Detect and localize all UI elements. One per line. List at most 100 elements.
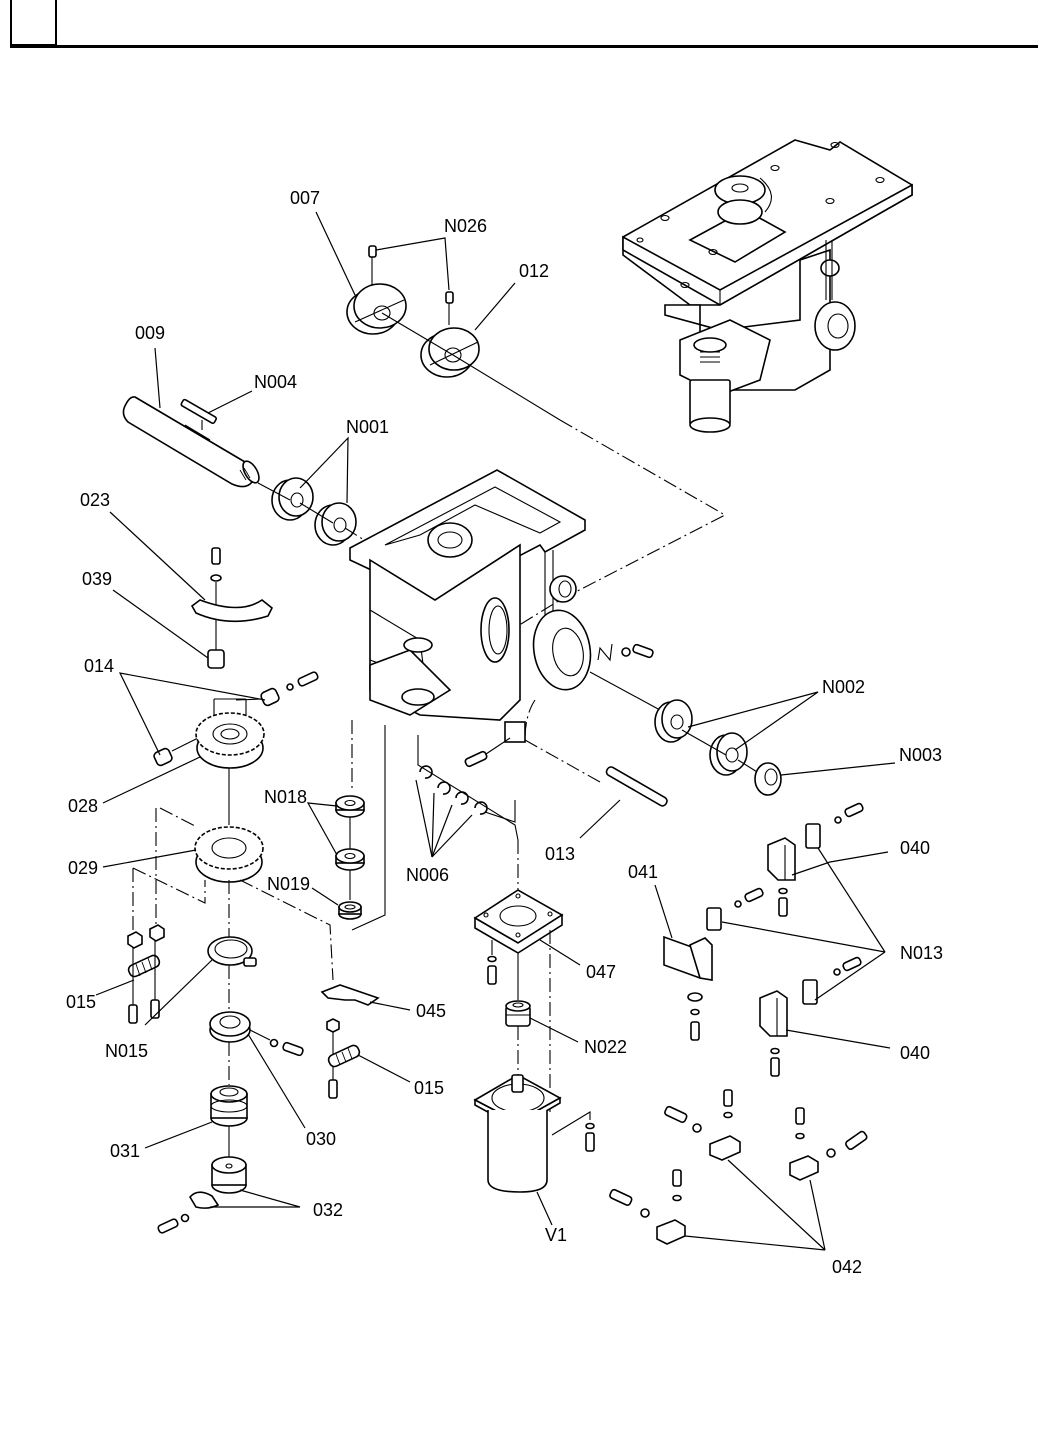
nut-icon xyxy=(641,1209,649,1217)
screw-icon xyxy=(488,966,496,984)
washer-icon xyxy=(622,648,630,656)
screw-icon xyxy=(844,803,864,818)
label-039: 039 xyxy=(82,569,112,589)
label-015-left: 015 xyxy=(66,992,96,1012)
washer-icon xyxy=(735,901,741,907)
washer-icon xyxy=(287,684,293,690)
washer-icon xyxy=(796,1134,804,1139)
motor-plate-047-icon xyxy=(475,890,562,953)
screw-icon xyxy=(329,1080,337,1098)
clamp-032-icon xyxy=(190,1192,218,1208)
screw-icon xyxy=(779,898,787,916)
washer-icon xyxy=(271,1040,278,1047)
label-009: 009 xyxy=(135,323,165,343)
label-n002: N002 xyxy=(822,677,865,697)
washer-icon xyxy=(211,575,221,581)
screw-icon xyxy=(297,671,319,687)
screw-icon xyxy=(744,888,764,903)
block-n013-icon xyxy=(806,824,820,848)
screw-icon xyxy=(157,1218,179,1234)
assembled-unit-illustration xyxy=(623,140,912,432)
screw-icon xyxy=(664,1106,688,1123)
screw-icon xyxy=(796,1108,804,1124)
e-ring-n006-icon xyxy=(420,766,487,814)
washer-icon xyxy=(779,889,787,894)
screw-icon xyxy=(282,1042,304,1056)
collar-030-icon xyxy=(210,1012,250,1042)
label-n026: N026 xyxy=(444,216,487,236)
washer-icon xyxy=(771,1049,779,1054)
gearbox-housing-icon xyxy=(350,470,597,742)
screw-icon xyxy=(464,751,487,768)
label-n015: N015 xyxy=(105,1041,148,1061)
washer-icon xyxy=(688,993,702,1001)
label-040-lower: 040 xyxy=(900,1043,930,1063)
washer-icon xyxy=(724,1113,732,1118)
label-n018: N018 xyxy=(264,787,307,807)
washer-icon xyxy=(586,1124,594,1129)
washer-icon xyxy=(488,957,496,962)
label-015-right: 015 xyxy=(414,1078,444,1098)
label-013: 013 xyxy=(545,844,575,864)
gear-028-icon xyxy=(196,713,264,768)
label-014: 014 xyxy=(84,656,114,676)
seal-n003-icon xyxy=(755,763,781,795)
washer-icon xyxy=(835,817,841,823)
nut-n019-icon xyxy=(339,902,361,919)
screw-icon xyxy=(632,644,654,658)
spacer-039-icon xyxy=(208,650,224,668)
label-047: 047 xyxy=(586,962,616,982)
roller-014-icon xyxy=(260,687,280,706)
pin-013-icon xyxy=(605,766,668,808)
label-029: 029 xyxy=(68,858,98,878)
label-n013: N013 xyxy=(900,943,943,963)
clip-n015-icon xyxy=(208,937,256,966)
plate-045-icon xyxy=(322,985,378,1005)
nut-icon xyxy=(693,1124,701,1132)
label-030: 030 xyxy=(306,1129,336,1149)
label-n001: N001 xyxy=(346,417,389,437)
nut-icon xyxy=(150,925,164,941)
washer-icon xyxy=(834,969,840,975)
label-045: 045 xyxy=(416,1001,446,1021)
set-screw-icon xyxy=(446,292,453,303)
label-040-upper: 040 xyxy=(900,838,930,858)
clamp-block-042-icon xyxy=(657,1136,818,1244)
nut-icon xyxy=(128,932,142,948)
screw-icon xyxy=(845,1130,868,1150)
set-screw-icon xyxy=(369,246,376,257)
label-n003: N003 xyxy=(899,745,942,765)
block-n013-icon xyxy=(707,908,721,930)
nut-icon xyxy=(327,1019,339,1032)
label-007: 007 xyxy=(290,188,320,208)
label-n022: N022 xyxy=(584,1037,627,1057)
screw-icon xyxy=(212,548,220,564)
label-n004: N004 xyxy=(254,372,297,392)
bracket-041-icon xyxy=(664,937,712,980)
coupling-012-icon xyxy=(421,328,479,377)
plate-023-icon xyxy=(192,600,272,621)
label-028: 028 xyxy=(68,796,98,816)
screw-icon xyxy=(129,1005,137,1023)
label-n019: N019 xyxy=(267,874,310,894)
spring-015-icon xyxy=(127,954,161,978)
nut-icon xyxy=(827,1149,835,1157)
screw-icon xyxy=(673,1170,681,1186)
coupling-007-icon xyxy=(347,284,406,334)
block-n013-icon xyxy=(803,980,817,1004)
label-032: 032 xyxy=(313,1200,343,1220)
bracket-040-lower-icon xyxy=(760,991,787,1036)
screw-icon xyxy=(724,1090,732,1106)
screw-icon xyxy=(586,1133,594,1151)
washer-icon xyxy=(691,1010,699,1015)
coupling-n022-icon xyxy=(506,1001,530,1026)
bracket-040-upper-icon xyxy=(768,838,795,880)
pulley-031-icon xyxy=(211,1086,247,1126)
screw-icon xyxy=(609,1189,633,1206)
label-042: 042 xyxy=(832,1257,862,1277)
screw-icon xyxy=(691,1022,699,1040)
label-n006: N006 xyxy=(406,865,449,885)
washer-icon xyxy=(673,1196,681,1201)
label-012: 012 xyxy=(519,261,549,281)
